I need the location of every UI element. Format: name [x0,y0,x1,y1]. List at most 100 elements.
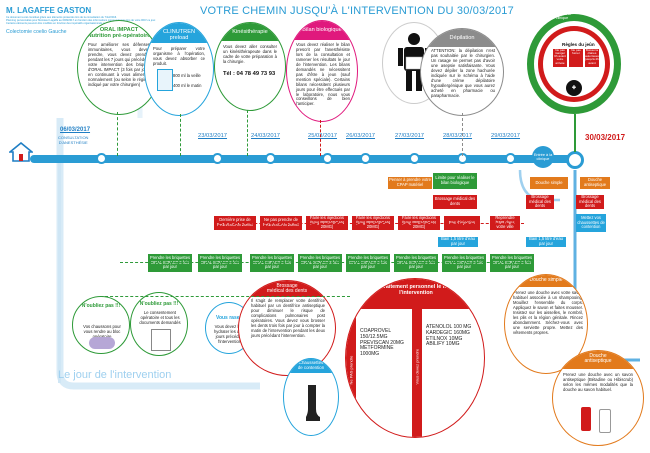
date-label-4: 26/03/2017 [346,133,376,139]
chip-stockings: Mettez vos chaussettes de contention [576,214,606,232]
bubble-kine: Kinésithérapie Vous devez aller consulte… [214,22,286,111]
bubble-biology: Bilan biologique Vous devez réaliser le … [286,20,358,122]
intervention-marker [566,151,584,169]
date-label-1: 23/03/2017 [198,133,228,139]
timeline-tick-2 [265,153,276,164]
bubble-kine-text: Vous devez aller consulter un kinésithér… [223,44,277,64]
bubble-oral-impact-title: ORAL IMPACT Nutrition pré-opératoire [87,27,151,40]
must-take-med-4: ABILIFY 10MG [426,341,460,348]
bubble-depilation-text: ATTENTION: la dépilation n'est pas souha… [431,48,495,98]
rule-clear-drinks: Boissons claires autorisées jusqu'à 2h a… [585,48,599,67]
chip-oral-impact-8: Prendre les briquettes ORAL IMPACT 3 foi… [490,254,534,272]
connector-biology [320,120,321,156]
chip-oral-impact-7: Prendre les briquettes ORAL IMPACT 3 foi… [442,254,486,272]
must-take-med-2: KARDEGIC 160MG [426,329,470,336]
chip-cpap: Penser à prendre votre CPAP matériel [388,177,432,189]
no-take-label: Ne PAS prendre [348,355,354,385]
chip-oral-impact-4: Prendre les briquettes ORAL IMPACT 3 foi… [298,254,342,272]
patient-note: Ce document a été constitué grâce aux él… [6,16,156,26]
no-take-med-1: COAPROVEL 150/12.5MG [360,328,391,340]
chip-oral-impact-3: Prendre les briquettes ORAL IMPACT 3 foi… [250,254,294,272]
timeline-tick-1 [212,153,223,164]
rule-no-eat: Ne pas manger 6h avant votre arrivée [553,48,567,67]
procedure-label: Colectomie coelio Gauche [6,29,67,35]
kine-phone: Tél : 04 78 49 73 93 [223,71,276,77]
forget-slippers-text: Vos chaussons pour vous rendre au bloc o… [83,324,121,339]
documents-icon [151,329,171,351]
clinic-entry-marker: Entrée à la clinique [532,146,554,168]
rules-title: Règles du jeûn [562,42,595,47]
chip-oral-impact-5: Prendre les briquettes ORAL IMPACT 3 foi… [346,254,390,272]
bubble-stockings: Chaussettes de contention [283,358,339,436]
date-label-6: 28/03/2017 [443,133,473,139]
chip-brush-1: Brossage médical des dents [433,195,477,209]
bubble-treatment: Votre traitement personnel le matin de l… [345,278,485,438]
page-title: VOTRE CHEMIN JUSQU'À L'INTERVENTION DU 3… [200,5,514,17]
bubble-biology-text: Vous devez réaliser le bilan prescrit pa… [296,42,350,107]
antiseptic-bottle-icon [581,407,591,431]
rules-ring-label-entry: Entrée à la clinique [553,12,571,20]
timeline-tick-7 [505,153,516,164]
date-label-2: 24/03/2017 [251,133,281,139]
bubble-antiseptic-shower: Douche antiseptique Prenez une douche av… [552,350,644,446]
chip-bath-1: Bain 1,5 litre d'eau par jour [438,237,478,247]
must-take-med-1: ATENOLOL 100 MG [426,324,472,330]
forget-documents-title: N'oubliez pas !!! [139,301,179,307]
brushing-title: Brossage médical des dents [266,283,308,295]
bubble-forget-slippers: N'oubliez pas !!! Vos chaussons pour vou… [72,296,130,354]
timeline-tick-4 [360,153,371,164]
timeline-tick-5 [409,153,420,164]
chip-oral-impact-1: Prendre les briquettes ORAL IMPACT 3 foi… [148,254,192,272]
bottom-connector [100,296,350,297]
chip-oral-impact-6: Prendre les briquettes ORAL IMPACT 3 foi… [394,254,438,272]
connector-kine [247,110,248,156]
intervention-date: 30/03/2017 [585,133,626,142]
clinutren-dose-1: 800 ml la veille [173,73,201,78]
clinutren-dose-2: 400 ml le matin [173,83,202,88]
bubble-clinutren-text: Pour préparer votre organisme à l'opérat… [153,46,205,66]
simple-shower-title: Douche simple [529,277,563,283]
no-take-med-2: PREVISCAN 20MG [360,339,404,346]
connector-clinutren [180,114,181,156]
chip-brush-2: Brossage médical des dents [526,194,554,209]
timeline-tick-consult [96,153,107,164]
hydrate-text: Vous devez bien hydrater les deux jours … [213,324,247,344]
bubble-kine-title: Kinésithérapie [232,29,268,35]
no-take-med-3: METFORMINE 1000MG [360,345,394,357]
date-label-5: 27/03/2017 [395,133,425,139]
rules-stem [574,114,576,152]
antiseptic-shower-text: Prenez une douche avec un savon antisept… [563,372,633,392]
body-silhouette-icon [398,33,430,91]
chip-shower-simple: Douche simple [530,177,568,189]
antiseptic-shower-title: Douche antiseptique [584,353,612,365]
patient-name: M. LAGAFFE GASTON [6,6,92,15]
intervention-center-icon: ✚ [566,80,582,96]
timeline-bar [30,155,578,163]
bubble-depilation: Dépilation ATTENTION: la dépilation n'es… [420,28,504,116]
bubble-depilation-title: Dépilation [449,35,475,41]
intervention-day-label: Le jour de l'intervention [58,369,172,381]
treatment-title: Votre traitement personnel le matin de l… [367,284,465,296]
simple-shower-text: Prenez une douche avec votre savon habit… [513,290,583,335]
rule-no-smoke: Ne pas fumer [569,48,583,67]
must-take-label: Vous devez prendre [414,348,420,385]
oral-row-guide [120,262,530,263]
bubble-clinutren: CLINUTREN preload Pour préparer votre or… [144,22,214,116]
forget-documents-text: Le consentement opératoire et tous les d… [139,310,181,325]
consult-label: CONSULTATION D'ANESTHÉSIE [58,135,89,145]
consult-date: 06/03/2017 [60,127,91,133]
clinutren-product-icon [157,69,173,91]
chip-oral-impact-2: Prendre les briquettes ORAL IMPACT 3 foi… [198,254,242,272]
date-label-7: 29/03/2017 [491,133,521,139]
injection-row-guide [214,223,524,224]
connector-oral [117,112,118,156]
bubble-forget-documents: N'oubliez pas !!! Le consentement opérat… [130,292,188,356]
stocking-icon [306,385,320,421]
bubble-clinutren-title: CLINUTREN preload [162,29,195,42]
bubble-simple-shower: Douche simple Prenez une douche avec vot… [504,274,588,374]
slippers-icon [89,337,115,349]
date-label-3: 25/03/2017 [308,133,338,139]
